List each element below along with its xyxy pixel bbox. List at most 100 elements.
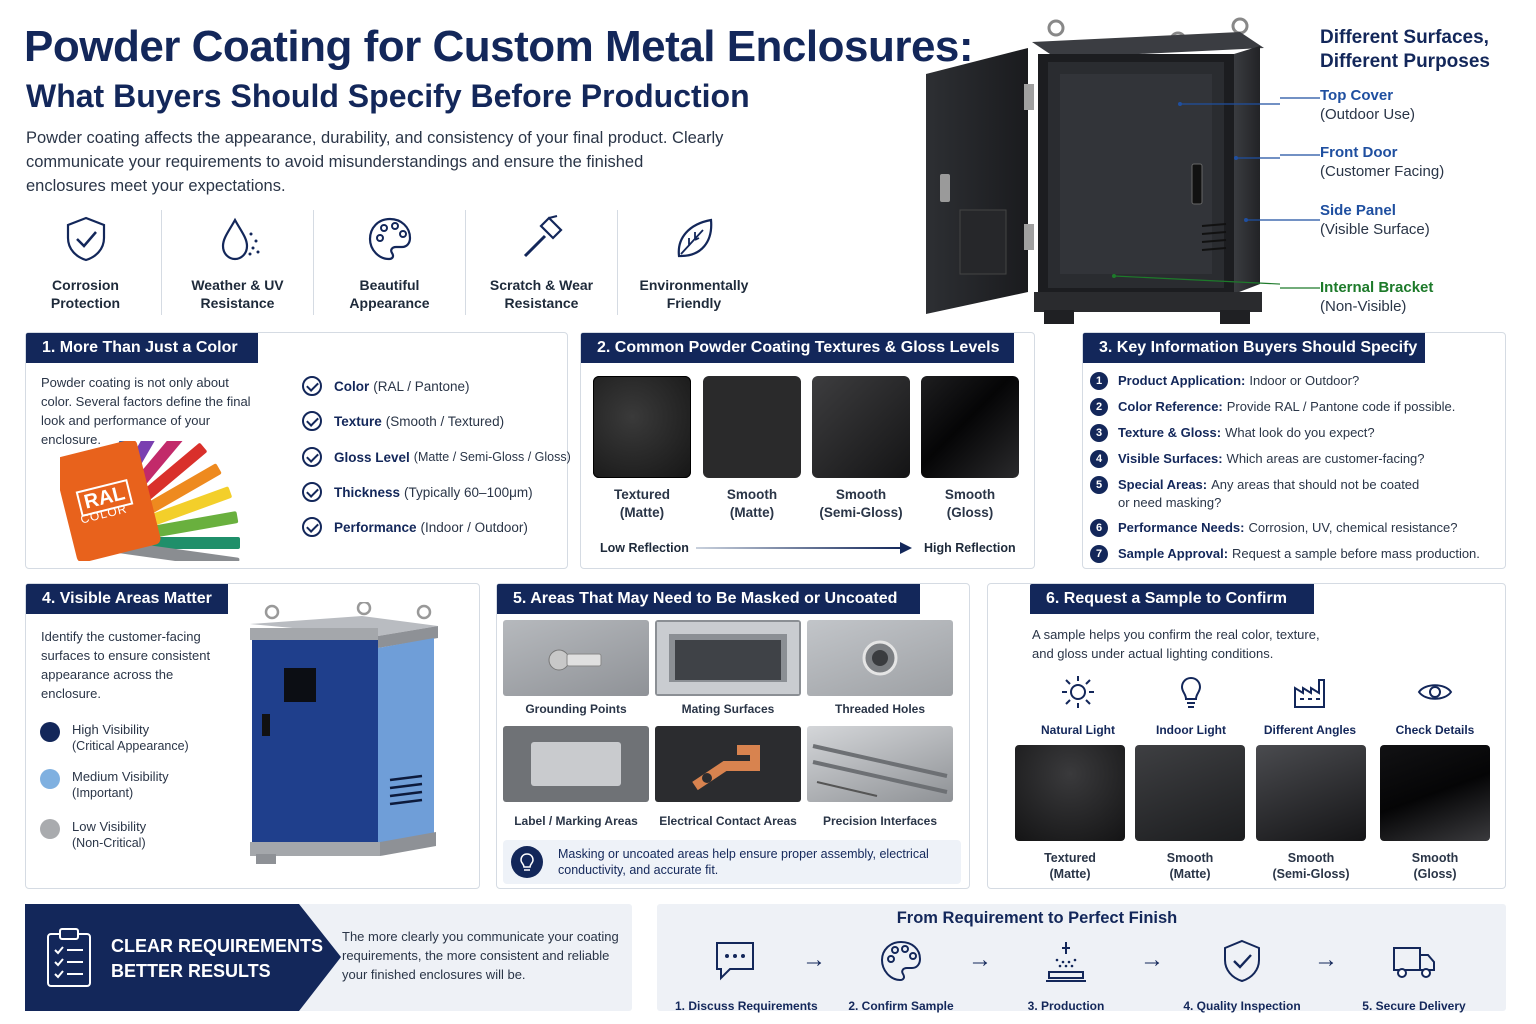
enclosure-illustration <box>926 17 1280 324</box>
mask-electrical-contact <box>655 726 801 802</box>
section-title: 2. Common Powder Coating Textures & Glos… <box>581 333 1014 363</box>
benefit-label: Environmentally Friendly <box>639 277 749 311</box>
surface-side-panel: Side Panel(Visible Surface) <box>1320 202 1430 238</box>
mask-precision-interfaces <box>807 726 953 802</box>
section-title: 5. Areas That May Need to Be Masked or U… <box>497 584 920 614</box>
visibility-medium: Medium Visibility(Important) <box>40 769 169 801</box>
swatch-smooth-gloss <box>921 376 1019 478</box>
section-title: 1. More Than Just a Color <box>26 333 258 363</box>
check-gloss: Gloss Level(Matte / Semi-Gloss / Gloss) <box>302 447 571 467</box>
sample-textured-matte <box>1015 745 1125 841</box>
process-arrow: → <box>1140 946 1164 973</box>
condition-check-details: Check Details <box>1380 674 1490 737</box>
check-icon <box>302 482 322 502</box>
leaf-icon <box>677 218 713 258</box>
visibility-dot <box>40 769 60 789</box>
benefit-eco: Environmentally Friendly <box>618 210 770 315</box>
condition-indoor-light: Indoor Light <box>1136 674 1246 737</box>
section-title: 6. Request a Sample to Confirm <box>1030 584 1314 614</box>
benefit-label: Scratch & Wear Resistance <box>489 277 594 311</box>
mask-threaded-holes <box>807 620 953 696</box>
swatch-label: Smooth(Semi-Gloss) <box>819 487 903 520</box>
page-title: Powder Coating for Custom Metal Enclosur… <box>24 22 974 71</box>
process-arrow: → <box>1314 946 1338 973</box>
visibility-dot <box>40 819 60 839</box>
visibility-enclosure-illustration <box>250 602 438 864</box>
benefit-corrosion: Corrosion Protection <box>10 210 162 315</box>
lightbulb-icon <box>511 846 543 878</box>
sample-label: Smooth(Gloss) <box>1411 851 1459 881</box>
ral-color-fan <box>60 441 240 561</box>
check-icon <box>302 517 322 537</box>
palette-icon <box>368 217 411 261</box>
check-color: Color(RAL / Pantone) <box>302 376 470 396</box>
mask-label: Grounding Points <box>525 702 627 716</box>
surface-top-cover: Top Cover(Outdoor Use) <box>1320 87 1416 123</box>
mask-mating-surfaces <box>655 620 801 696</box>
process-panel: From Requirement to Perfect Finish <box>657 904 1506 1011</box>
surfaces-heading: Different Surfaces, Different Purposes <box>1320 26 1490 74</box>
low-reflection-label: Low Reflection <box>600 541 689 555</box>
condition-natural-light: Natural Light <box>1023 674 1133 737</box>
sample-smooth-semigloss <box>1256 745 1366 841</box>
mask-label: Threaded Holes <box>834 702 926 716</box>
eye-icon <box>1417 684 1453 700</box>
swatch-smooth-semigloss <box>812 376 910 478</box>
sample-smooth-matte <box>1135 745 1245 841</box>
banner-navy-shape <box>25 904 341 1011</box>
check-thickness: Thickness(Typically 60–100μm) <box>302 482 533 502</box>
surfaces-heading-line1: Different Surfaces, <box>1320 27 1489 48</box>
benefits-row: Corrosion Protection Weather & UV Resist… <box>10 210 770 315</box>
leader-lines <box>1280 97 1320 289</box>
mask-grounding-points <box>503 620 649 696</box>
mask-label: Precision Interfaces <box>822 814 938 828</box>
check-texture: Texture(Smooth / Textured) <box>302 411 504 431</box>
section-title: 4. Visible Areas Matter <box>26 584 228 614</box>
mask-label: Label / Marking Areas <box>514 814 638 828</box>
surfaces-heading-line2: Different Purposes <box>1320 51 1490 72</box>
surface-internal-bracket: Internal Bracket(Non-Visible) <box>1320 279 1434 315</box>
check-icon <box>302 411 322 431</box>
benefit-weather: Weather & UV Resistance <box>162 210 314 315</box>
section-more-than-color: 1. More Than Just a Color Powder coating… <box>25 332 568 569</box>
section-title: 3. Key Information Buyers Should Specify <box>1083 333 1425 363</box>
clipboard-icon <box>47 928 91 987</box>
bulb-icon <box>1180 676 1202 708</box>
process-arrow: → <box>802 946 826 973</box>
shield-check-icon <box>1224 939 1260 983</box>
masking-note: Masking or uncoated areas help ensure pr… <box>558 847 929 877</box>
sample-label: Textured(Matte) <box>1044 851 1096 881</box>
hammer-icon <box>523 215 563 258</box>
section-text: Identify the customer-facing surfaces to… <box>41 629 211 701</box>
swatch-label: Smooth(Matte) <box>726 487 778 520</box>
sun-icon <box>1062 676 1094 708</box>
swatch-label: Smooth(Gloss) <box>944 487 996 520</box>
masking-note-box: Masking or uncoated areas help ensure pr… <box>503 840 961 884</box>
section-visible-areas: 4. Visible Areas Matter Identify the cus… <box>25 583 480 889</box>
sample-smooth-gloss <box>1380 745 1490 841</box>
surface-front-door: Front Door(Customer Facing) <box>1320 144 1445 180</box>
palette-icon <box>880 940 922 982</box>
mask-label: Electrical Contact Areas <box>659 814 797 828</box>
sample-label: Smooth(Matte) <box>1166 851 1214 881</box>
swatch-textured-matte <box>593 376 691 478</box>
check-icon <box>302 376 322 396</box>
section-key-info: 3. Key Information Buyers Should Specify <box>1082 332 1506 569</box>
benefit-label: Beautiful Appearance <box>349 277 430 311</box>
banner-text: The more clearly you communicate your co… <box>342 929 619 982</box>
droplet-icon <box>221 217 259 261</box>
sample-label: Smooth(Semi-Gloss) <box>1272 851 1350 881</box>
benefit-scratch: Scratch & Wear Resistance <box>466 210 618 315</box>
check-icon <box>302 447 322 467</box>
section-text: Powder coating is not only about color. … <box>41 375 251 447</box>
section-text: A sample helps you confirm the real colo… <box>1032 627 1320 661</box>
high-reflection-label: High Reflection <box>924 541 1016 555</box>
